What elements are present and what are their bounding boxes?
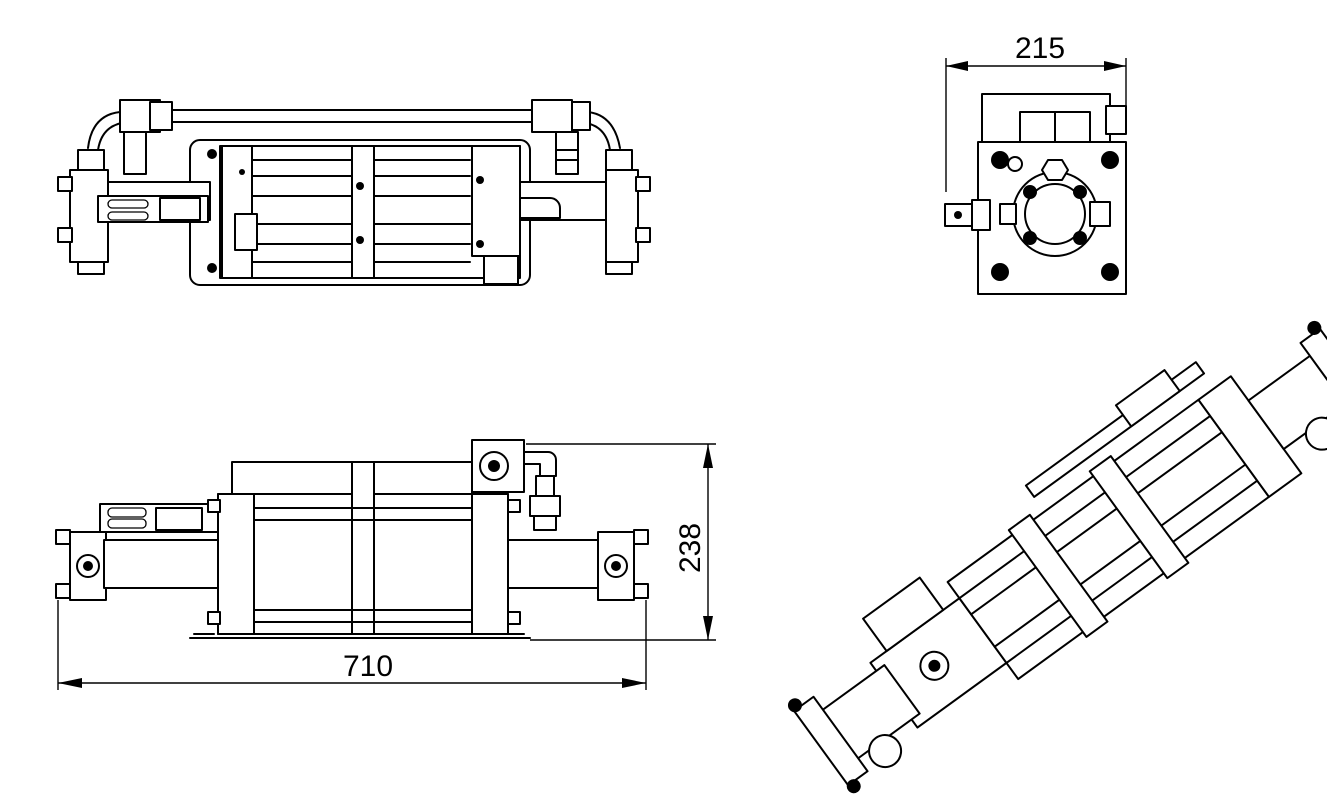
dimension-label-width-top: 215: [1015, 32, 1065, 65]
end-view: [944, 93, 1127, 295]
isometric-view: [787, 320, 1327, 794]
front-view: [55, 439, 649, 639]
dimension-label-overall-length: 710: [343, 650, 393, 683]
dimension-width-top: [945, 58, 1127, 192]
top-view: [57, 99, 651, 286]
dimension-label-height: 238: [674, 523, 707, 573]
dimension-overall-length: [57, 600, 647, 690]
dimension-height: [526, 443, 716, 641]
